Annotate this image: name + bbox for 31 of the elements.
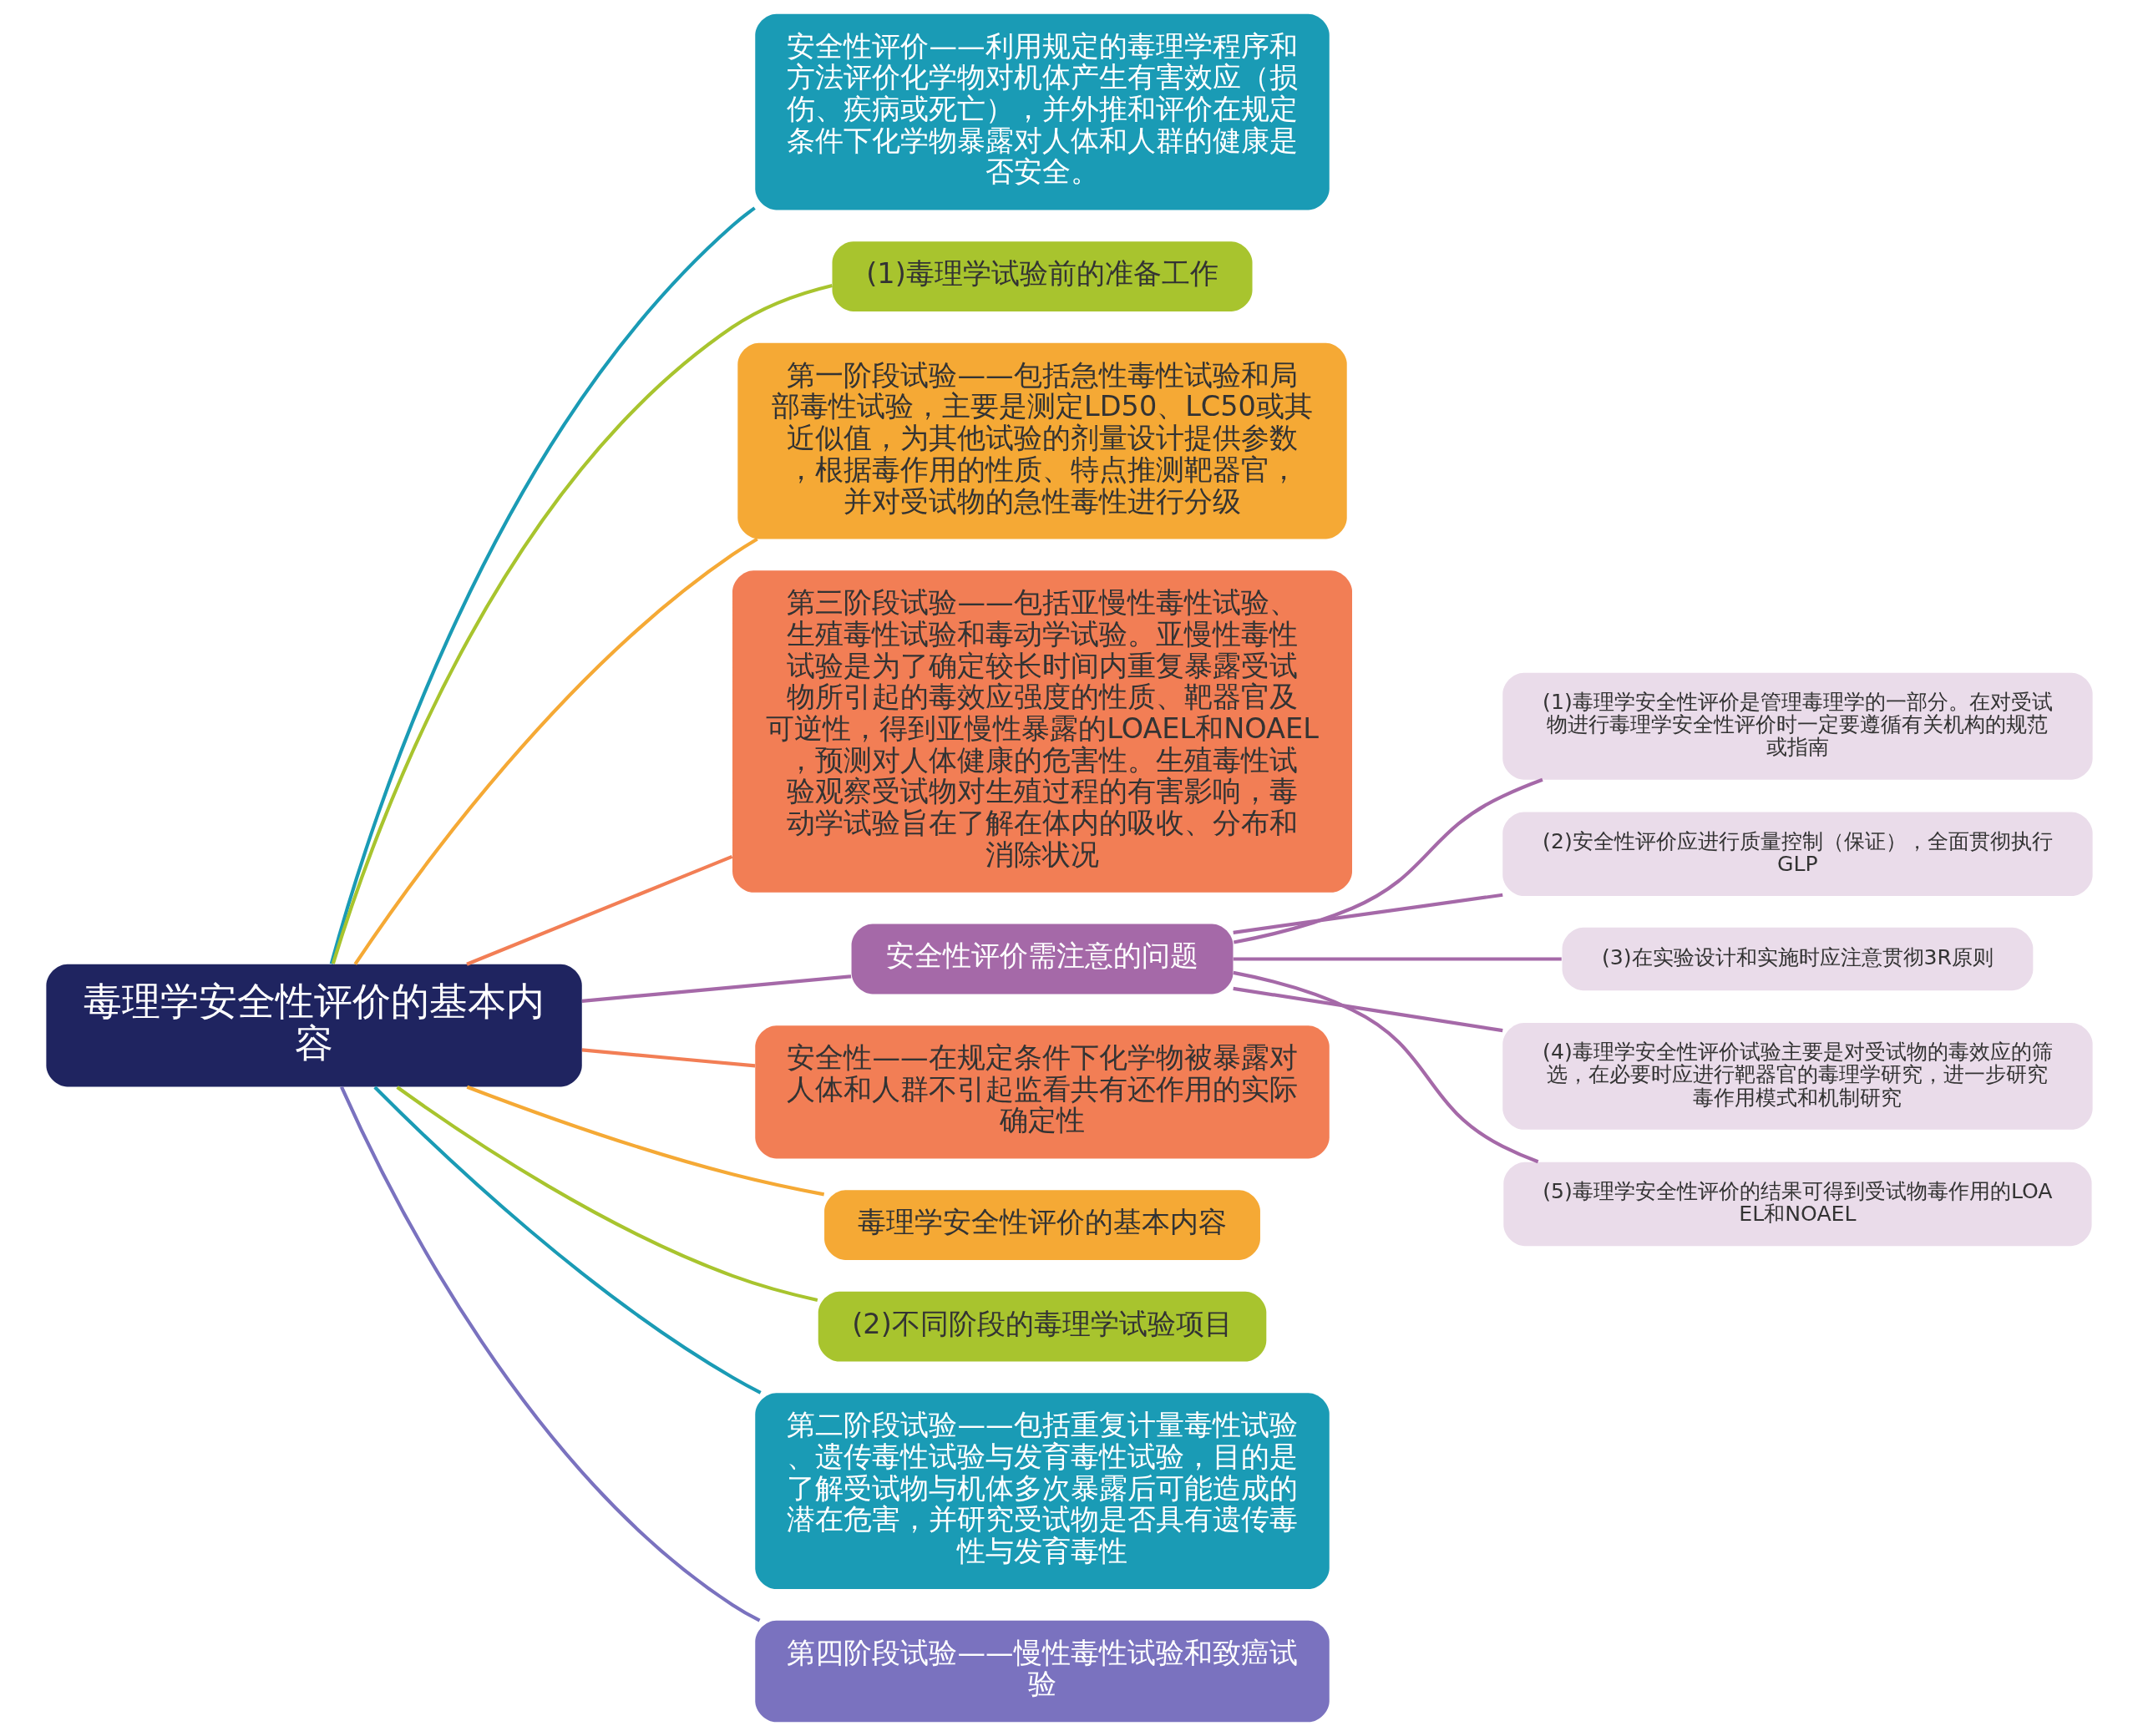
- node-box: 第二阶段试验——包括重复计量毒性试验、遗传毒性试验与发育毒性试验，目的是了解受试物与机体多次暴露后可能造成的潜在危害，并研究受试物是否具有遗传毒性与发育毒性: [754, 1393, 1330, 1590]
- connector: [1232, 986, 1503, 1033]
- node-box: 第四阶段试验——慢性毒性试验和致癌试验: [754, 1620, 1330, 1723]
- connector: [465, 854, 732, 966]
- connector: [331, 283, 833, 964]
- node-box: 毒理学安全性评价的基本内容: [45, 964, 582, 1087]
- node-box: 第三阶段试验——包括亚慢性毒性试验、生殖毒性试验和毒动学试验。亚慢性毒性试验是为了确定较长时间内重复暴露受试物所引起的毒效应强度的性质、靶器官及可逆性，得到亚慢性暴露的LOAEL和NOAEL，预测对人体健康的危害性。生殖毒性试验观察受试物对生殖过程的有害影响，毒动学试验旨在了解在体内的吸收、分布和消除状况: [732, 570, 1352, 893]
- connector: [353, 537, 758, 965]
- node-box: 毒理学安全性评价的基本内容: [823, 1190, 1260, 1260]
- connector: [581, 974, 851, 1003]
- node-box: (3)在实验设计和实施时应注意贯彻3R原则: [1562, 927, 2033, 991]
- connector: [372, 1086, 762, 1394]
- connector: [581, 1048, 755, 1068]
- connector: [1233, 777, 1543, 944]
- connector: [466, 1085, 824, 1197]
- node-box: (5)毒理学安全性评价的结果可得到受试物毒作用的LOAEL和NOAEL: [1502, 1162, 2092, 1247]
- node-box: 安全性评价需注意的问题: [851, 924, 1233, 995]
- node-box: 第一阶段试验——包括急性毒性试验和局部毒性试验，主要是测定LD50、LC50或其近似值，为其他试验的剂量设计提供参数，根据毒作用的性质、特点推测靶器官，并对受试物的急性毒性进行分级: [737, 342, 1347, 539]
- connector: [329, 206, 756, 964]
- connector: [1232, 893, 1503, 934]
- connector: [1233, 957, 1562, 961]
- node-box: 安全性——在规定条件下化学物被暴露对人体和人群不引起监看共有还作用的实际确定性: [754, 1025, 1330, 1159]
- node-box: (2)不同阶段的毒理学试验项目: [818, 1291, 1266, 1362]
- node-box: (1)毒理学安全性评价是管理毒理学的一部分。在对受试物进行毒理学安全性评价时一定要遵循有关机构的规范或指南: [1502, 672, 2093, 780]
- node-box: 安全性评价——利用规定的毒理学程序和方法评价化学物对机体产生有害效应（损伤、疾病或死亡），并外推和评价在规定条件下化学物暴露对人体和人群的健康是否安全。: [754, 13, 1330, 210]
- node-box: (4)毒理学安全性评价试验主要是对受试物的毒效应的筛选，在必要时应进行靶器官的毒理学研究，进一步研究毒作用模式和机制研究: [1502, 1023, 2093, 1130]
- connector: [395, 1086, 818, 1303]
- connector: [339, 1086, 761, 1622]
- node-box: (2)安全性评价应进行质量控制（保证），全面贯彻执行GLP: [1502, 812, 2093, 897]
- node-box: (1)毒理学试验前的准备工作: [832, 241, 1253, 311]
- connector: [1232, 970, 1538, 1164]
